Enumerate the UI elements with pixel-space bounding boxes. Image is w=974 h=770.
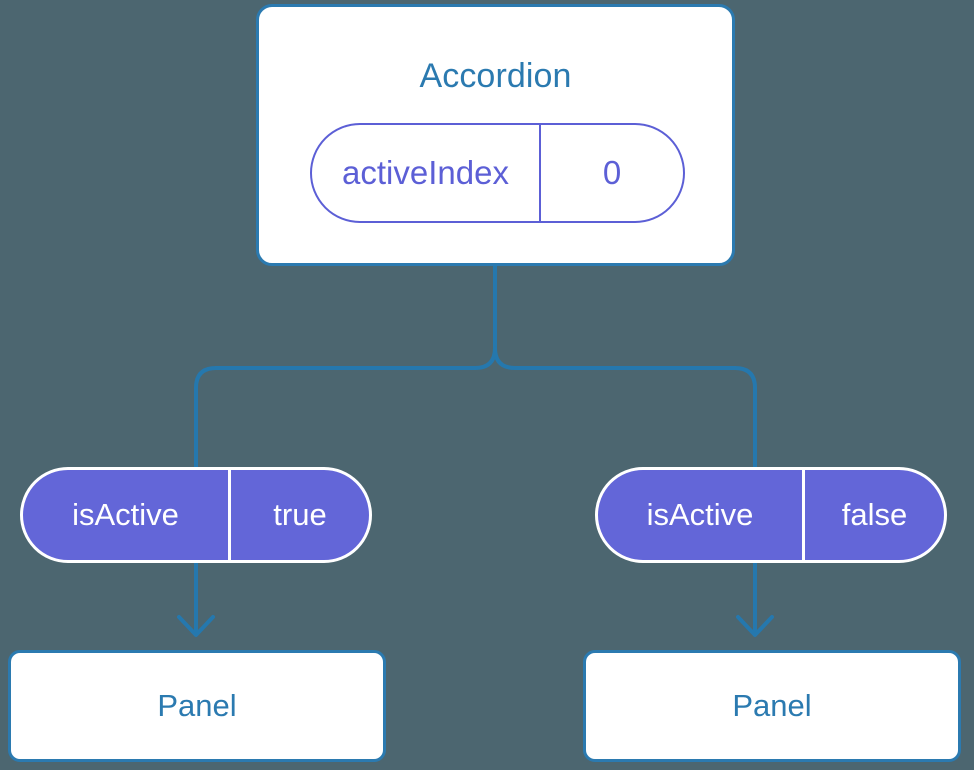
prop-pill-value: true <box>273 497 327 532</box>
connector-trunk-split-right <box>493 346 757 469</box>
prop-pill-key: isActive <box>598 470 805 560</box>
prop-pill-key: isActive <box>23 470 231 560</box>
accordion-node-title: Accordion <box>419 57 572 95</box>
connector-trunk-split <box>194 264 497 469</box>
state-pill-key: activeIndex <box>312 125 541 221</box>
prop-pill-is-active-true[interactable]: isActive true <box>20 467 372 563</box>
panel-node-left[interactable]: Panel <box>8 650 386 762</box>
prop-pill-value: false <box>841 497 908 532</box>
prop-pill-is-active-false[interactable]: isActive false <box>595 467 947 563</box>
panel-node-title: Panel <box>157 688 237 723</box>
state-pill-value: 0 <box>602 154 622 191</box>
panel-node-right[interactable]: Panel <box>583 650 961 762</box>
arrow-head-right-icon <box>736 615 774 637</box>
panel-node-title: Panel <box>732 688 812 723</box>
accordion-node[interactable]: Accordion activeIndex 0 <box>256 4 735 266</box>
arrow-head-left-icon <box>177 615 215 637</box>
state-pill-active-index[interactable]: activeIndex 0 <box>310 123 685 223</box>
